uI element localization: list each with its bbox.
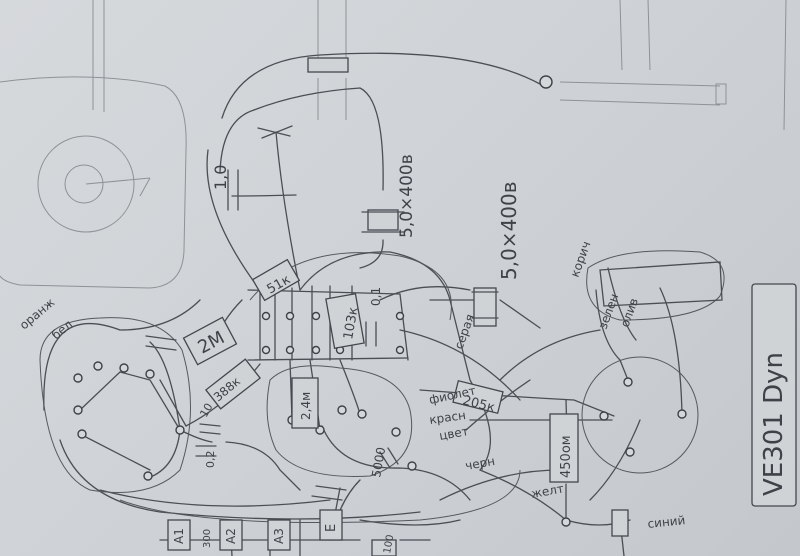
- label-term-e: E: [324, 524, 339, 532]
- cap-0-2-plates: [195, 445, 217, 457]
- res-388k-body: [204, 358, 262, 410]
- bottom-resistor: [611, 509, 629, 537]
- label-cap-5-0-top: 5,0×400в: [397, 154, 417, 238]
- top-capacitor: [307, 57, 349, 73]
- labels: 1,0 5,0×400в 5,0×400в 51к 2М 388к 103к 0…: [17, 154, 789, 554]
- components: [145, 57, 797, 537]
- label-wire-sinii: синий: [647, 513, 686, 531]
- label-res-103k: 103к: [341, 306, 361, 341]
- electrolytic-top: [257, 125, 293, 139]
- wiring: [43, 52, 683, 556]
- label-wire-oranzh: оранж: [17, 295, 58, 332]
- cap-1-0-plates: [227, 169, 239, 211]
- terminal-strip: [167, 509, 397, 556]
- label-frame: [751, 283, 797, 507]
- label-wire-zhelt: желт: [530, 481, 565, 500]
- res-205k-body: [452, 379, 504, 415]
- res-103k-body: [325, 293, 365, 349]
- cap-0-1-plates: [365, 321, 377, 347]
- label-cap-5-0-mid: 5,0×400в: [497, 181, 521, 280]
- speaker-field-coil: [599, 261, 723, 307]
- cap-5000-plates: [379, 447, 399, 469]
- label-res-24m: 2,4м: [299, 392, 313, 420]
- label-wire-chern: черн: [464, 454, 496, 473]
- label-val-300: 300: [202, 529, 213, 548]
- label-term-a3: A3: [272, 528, 286, 544]
- res-51k-body: [251, 258, 301, 302]
- socket-clip: [145, 335, 177, 351]
- label-wire-seraya: серая: [452, 312, 478, 351]
- res-2m-body: [182, 316, 238, 366]
- label-term-a2: A2: [224, 528, 238, 544]
- label-term-a1: A1: [172, 528, 186, 544]
- socket-outline: [39, 250, 725, 523]
- res-24m-body: [291, 377, 319, 429]
- label-cap-0-1: 0,1: [369, 287, 383, 306]
- cap-5-0-top-body: [367, 209, 399, 231]
- label-lamp-model: VE301 Dyn: [759, 352, 789, 496]
- label-val-5000: 5000: [369, 446, 388, 479]
- chassis-outline: [0, 0, 787, 289]
- cap-10-plates: [199, 423, 221, 435]
- label-res-450: 450ом: [559, 435, 574, 478]
- label-wire-krasn: красн: [428, 408, 466, 427]
- lamp-pins: [73, 75, 687, 527]
- label-cap-10: 10: [197, 401, 215, 420]
- label-cap-1-0: 1,0: [211, 165, 230, 190]
- label-wire-bel: бел: [49, 317, 75, 342]
- label-wire-tsvet: цвет: [438, 424, 470, 443]
- label-wire-korich: корич: [568, 239, 594, 279]
- label-wire-oliv: олив: [618, 296, 641, 329]
- label-cap-0-2: 0,2: [204, 451, 217, 469]
- res-450-body: [549, 413, 579, 483]
- cap-5-0-mid-body: [473, 287, 497, 327]
- label-val-100: 100: [382, 534, 396, 555]
- ground-capacitor: [311, 485, 347, 501]
